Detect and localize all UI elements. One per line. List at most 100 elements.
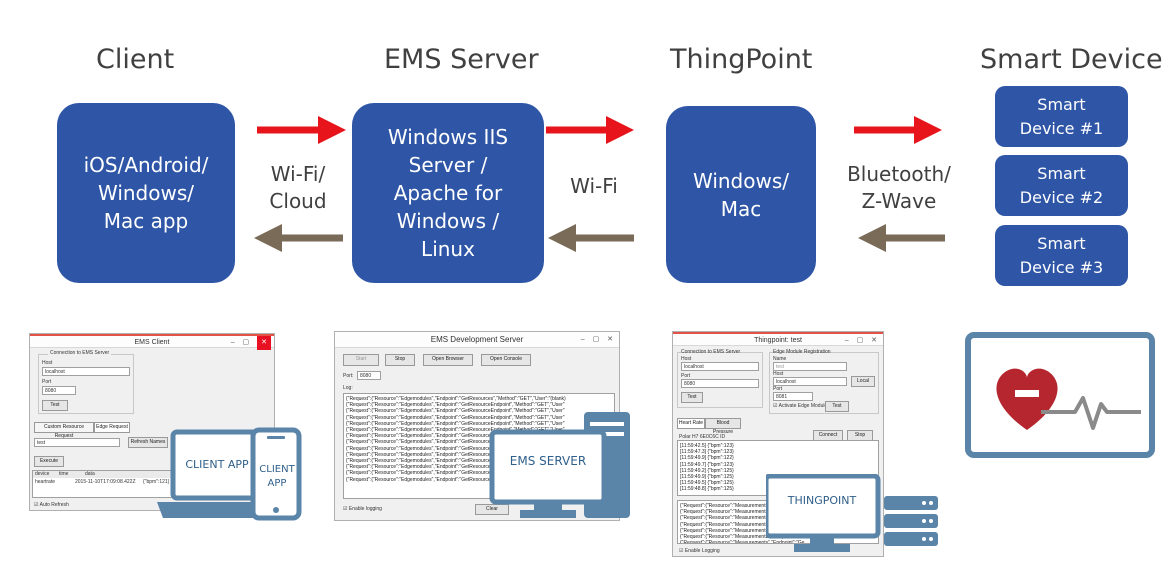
minus-sign: [1015, 390, 1039, 397]
port-field[interactable]: 8080: [357, 371, 381, 380]
server-log-line: {"Request":{"Resource":"Edgemodules","En…: [346, 427, 565, 434]
host-field[interactable]: localhost: [42, 367, 130, 376]
reg-name-field[interactable]: test: [773, 362, 847, 371]
ems-server-column-title: EMS Server: [384, 44, 539, 75]
activate-checkbox[interactable]: ☑ Activate Edge Module: [773, 403, 828, 409]
reg-name-label: Name: [773, 356, 787, 362]
phone-body: [250, 427, 302, 521]
col-time: time: [59, 471, 69, 477]
tp-host-label: Host: [681, 356, 692, 362]
tp-host-field[interactable]: localhost: [681, 362, 759, 371]
registration-group-title: Edge Module Registration: [773, 349, 831, 355]
server-log-line: {"Request":{"Resource":"Edgemodules","En…: [346, 451, 565, 458]
heart-rate-line: [11:59:49.5] {"bpm":125}: [680, 480, 734, 487]
server-log-line: {"Request":{"Resource":"Edgemodules","En…: [346, 433, 565, 440]
open-browser-button[interactable]: Open Browser: [423, 354, 473, 366]
thingpoint-device-icons: [766, 474, 938, 552]
rack-unit-1: [884, 496, 938, 510]
server-log-line: {"Request":{"Resource":"Edgemodules","En…: [346, 396, 566, 402]
tp-enable-logging-label: Enable Logging: [684, 548, 720, 554]
tp-port-label: Port: [681, 373, 691, 379]
server-device-icons: [489, 412, 630, 518]
heart-rate-line: [11:59:49.7] {"bpm":123}: [680, 461, 734, 468]
enable-logging-checkbox[interactable]: ☑ Enable logging: [343, 506, 382, 512]
col-device: device: [35, 471, 50, 477]
tab-blood-pressure[interactable]: Blood Pressure: [705, 418, 741, 435]
connection-group-title: Connection to EMS Server: [48, 350, 112, 356]
tp-enable-logging-checkbox[interactable]: ☑ Enable Logging: [679, 548, 720, 554]
reg-host-field[interactable]: localhost: [773, 377, 847, 386]
port-field[interactable]: 8080: [42, 386, 76, 395]
port-label: Port:: [343, 373, 354, 379]
log-label: Log:: [343, 385, 353, 391]
reg-test-button[interactable]: Test: [825, 401, 849, 412]
thingpoint-node: Windows/ Mac: [666, 106, 816, 283]
refresh-names-button[interactable]: Refresh Names: [128, 437, 168, 448]
smart-device-3-node: Smart Device #3: [995, 225, 1128, 286]
smart-device-2-node: Smart Device #2: [995, 155, 1128, 216]
reg-port-label: Port: [773, 386, 783, 392]
smart-device-column-title: Smart Device: [980, 44, 1163, 75]
ems-server-node: Windows IIS Server / Apache for Windows …: [352, 103, 544, 283]
thingpoint-overlay-label: THINGPOINT: [787, 494, 857, 507]
server-log-line: {"Request":{"Resource":"Edgemodules","En…: [346, 458, 565, 465]
window-controls: – ▢ ✕: [580, 336, 616, 343]
client-app-phone-label: CLIENT APP: [259, 464, 295, 489]
ems-server-titlebar: EMS Development Server – ▢ ✕: [335, 332, 619, 348]
request-select[interactable]: test: [34, 438, 120, 447]
server-log-line: {"Request":{"Resource":"Edgemodules","En…: [346, 414, 565, 421]
client-column-title: Client: [96, 44, 175, 75]
activate-label: Activate Edge Module: [778, 403, 828, 409]
server-log-line: {"Request":{"Resource":"Edgemodules","En…: [346, 439, 565, 446]
reg-port-field[interactable]: 8081: [773, 392, 813, 401]
open-console-button[interactable]: Open Console: [481, 354, 531, 366]
rack-unit-2: [884, 514, 938, 528]
heart-rate-line: [11:59:47.3] {"bpm":123}: [680, 449, 734, 456]
server-log-line: {"Request":{"Resource":"Edgemodules","En…: [346, 420, 565, 427]
heart-shape: [996, 368, 1058, 430]
heart-monitor-icon: [965, 332, 1155, 458]
rack-unit-3: [884, 532, 938, 546]
local-button[interactable]: Local: [851, 376, 875, 387]
server-log-line: {"Request":{"Resource":"Edgemodules","En…: [346, 464, 565, 471]
request-log-line: {"Request":{"Resource":"Measurements","E…: [680, 509, 805, 516]
monitor-stand: [534, 502, 562, 512]
client-device-icons: [157, 427, 302, 521]
window-controls: – ▢ ✕: [231, 336, 271, 350]
client-app-laptop-label: CLIENT APP: [185, 458, 249, 471]
thingpoint-titlebar: Thingpoint: test – ▢ ✕: [673, 332, 883, 346]
thingpoint-column-title: ThingPoint: [670, 44, 813, 75]
tp-test-button[interactable]: Test: [681, 392, 703, 403]
close-icon: ✕: [257, 336, 271, 350]
heart-rate-line: [11:59:49.9] {"bpm":122}: [680, 455, 734, 462]
tab-heart-rate[interactable]: Heart Rate: [677, 418, 705, 429]
pulse-line: [1041, 396, 1141, 430]
stop-button[interactable]: Stop: [385, 354, 415, 366]
start-button[interactable]: Start: [343, 354, 379, 366]
auto-refresh-checkbox[interactable]: ☑ Auto Refresh: [34, 502, 69, 508]
ems-client-window-title: EMS Client: [134, 339, 170, 346]
request-log-line: {"Request":{"Resource":"Measurements","E…: [680, 515, 805, 522]
port-label: Port: [42, 379, 52, 385]
ems-server-window-title: EMS Development Server: [430, 335, 524, 344]
reg-host-label: Host: [773, 371, 784, 377]
heart-rate-line: [11:59:42.5] {"bpm":123}: [680, 443, 734, 449]
thingpoint-devices-link-label: Bluetooth/ Z-Wave: [847, 162, 951, 213]
heart-rate-line: [11:59:48.8] {"bpm":125}: [680, 486, 734, 493]
thingpoint-window-title: Thingpoint: test: [754, 337, 802, 344]
tab-edge-request[interactable]: Edge Request: [94, 422, 130, 433]
tp-connection-group-title: Connection to EMS Server: [681, 349, 741, 355]
tab-custom-resource[interactable]: Custom Resource Request: [34, 422, 94, 439]
tp-connection-group: [677, 352, 763, 408]
request-log-line: {"Request":{"Resource":"Measurements","E…: [680, 534, 805, 541]
request-log-line: {"Request":{"Resource":"Measurements","E…: [680, 521, 805, 528]
server-log-line: {"Request":{"Resource":"Edgemodules","En…: [346, 476, 565, 483]
test-button[interactable]: Test: [42, 400, 68, 411]
server-log-line: {"Request":{"Resource":"Edgemodules","En…: [346, 408, 565, 415]
auto-refresh-label: Auto Refresh: [39, 502, 69, 508]
clear-button[interactable]: Clear: [475, 504, 509, 515]
heart-rate-line: [11:59:49.2] {"bpm":125}: [680, 467, 734, 474]
tp-port-field[interactable]: 8080: [681, 379, 759, 388]
execute-button[interactable]: Execute: [34, 456, 64, 467]
